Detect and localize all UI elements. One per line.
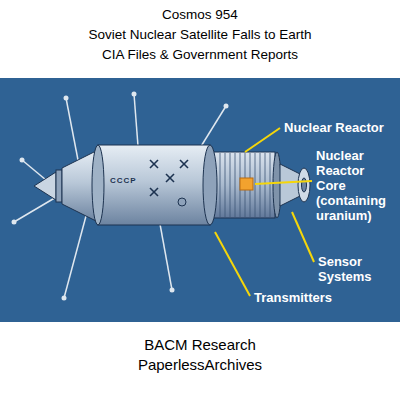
antennas	[14, 94, 226, 298]
title-text: Cosmos 954	[0, 5, 400, 25]
part-label: Transmitters	[254, 290, 364, 306]
part-label: Nuclear Reactor	[284, 120, 396, 136]
subtitle-text: CIA Files & Government Reports	[0, 45, 400, 65]
antenna-tips	[12, 92, 229, 301]
subtitle-text: Soviet Nuclear Satellite Falls to Earth	[0, 25, 400, 45]
blue-panel	[0, 78, 400, 322]
body-markings	[150, 160, 188, 196]
leader-lines	[215, 128, 314, 296]
reactor-core	[240, 178, 253, 190]
caption-text: BACM Research PaperlessArchives	[115, 335, 285, 375]
part-label: Sensor Systems	[318, 254, 380, 284]
part-label: Nuclear Reactor Core (containing uranium…	[316, 148, 394, 223]
radiator-ribs	[220, 153, 270, 217]
body-marking-text: CCCP	[110, 176, 144, 186]
satellite-body	[34, 145, 310, 225]
body-port	[178, 198, 186, 206]
